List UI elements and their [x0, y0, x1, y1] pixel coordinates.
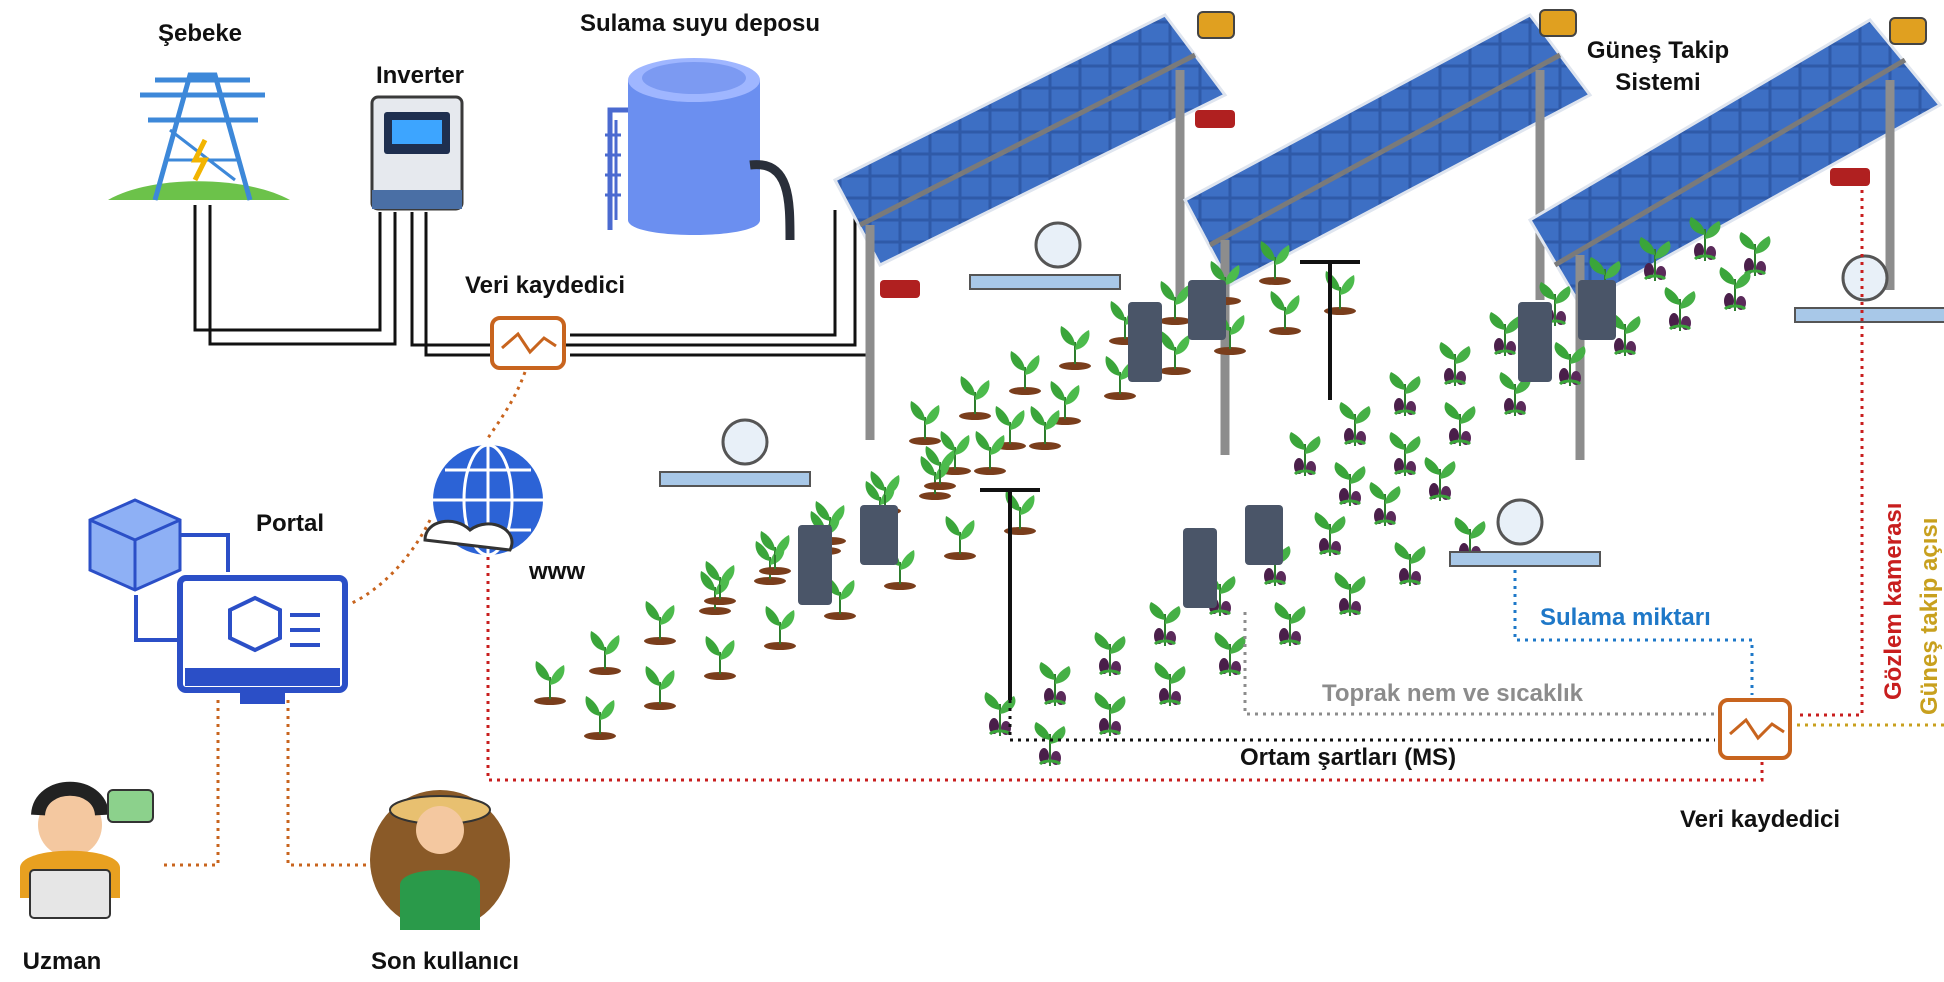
tracking-angle-label: Güneş takip açısı: [1916, 517, 1943, 715]
computer-icon: [177, 575, 348, 704]
data-logger-icon: [490, 316, 566, 370]
soil-sensor-icon: [798, 280, 1616, 608]
solar-panel-icon: [832, 13, 1228, 440]
bottom-logger-label: Veri kaydedici: [1679, 806, 1841, 833]
grid-label: Şebeke: [157, 20, 243, 47]
transmission-tower-icon: [108, 72, 290, 201]
expert-label: Uzman: [22, 948, 102, 975]
flow-meter-icon: [659, 221, 1944, 567]
solar-panel-icon: [1182, 13, 1593, 455]
ambient-label: Ortam şartları (MS): [1240, 744, 1457, 771]
tracker-label: Güneş Takip Sistemi: [1586, 37, 1730, 96]
irrigation-amount-label: Sulama miktarı: [1540, 604, 1711, 631]
farmer-icon: [370, 790, 510, 930]
cube-icon: [88, 498, 230, 642]
data-logger-icon: [1718, 698, 1792, 760]
expert-icon: [20, 781, 154, 919]
tank-label: Sulama suyu deposu: [579, 10, 821, 37]
weather-station-icon: [980, 260, 1360, 700]
water-tank-icon: [605, 58, 795, 241]
portal-label: Portal: [255, 510, 325, 537]
tracker-motor-icon: [1197, 9, 1927, 45]
camera-label: Gözlem kamerası: [1880, 502, 1907, 700]
camera-icon: [880, 110, 1870, 298]
www-label: www: [528, 558, 586, 585]
soil-label: Toprak nem ve sıcaklık: [1322, 680, 1584, 707]
end-user-label: Son kullanıcı: [370, 948, 520, 975]
data-links: [160, 190, 1944, 867]
globe-icon: [423, 443, 543, 557]
inverter-icon: [370, 95, 464, 211]
inverter-label: Inverter: [375, 62, 465, 89]
top-logger-label: Veri kaydedici: [464, 272, 626, 299]
